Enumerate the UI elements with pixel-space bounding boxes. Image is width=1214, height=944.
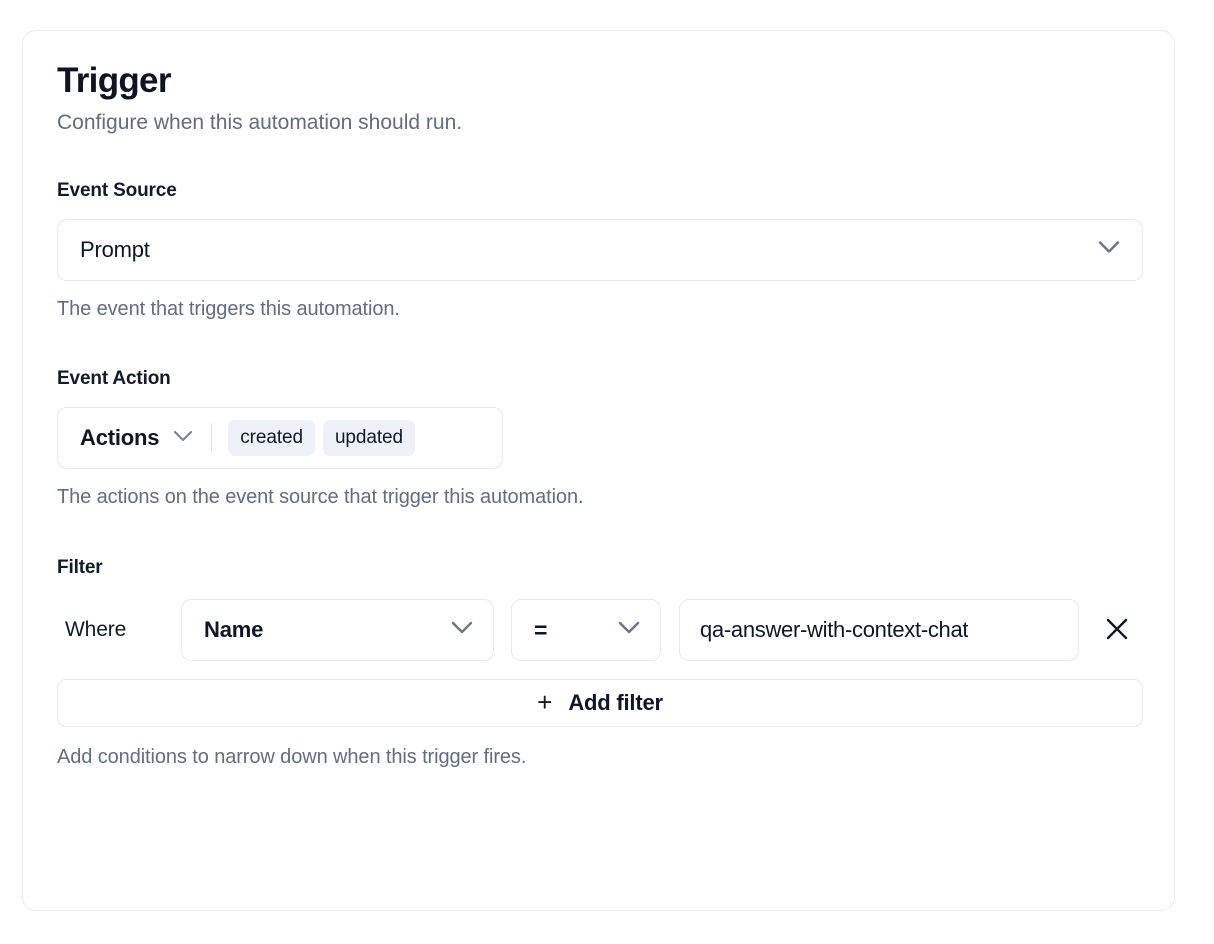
filter-label: Filter — [57, 557, 103, 579]
event-source-group: Event Source Prompt The event that trigg… — [57, 180, 1143, 321]
divider — [211, 423, 213, 454]
add-filter-button[interactable]: + Add filter — [57, 679, 1143, 728]
where-label: Where — [65, 618, 127, 642]
filter-value-input[interactable]: qa-answer-with-context-chat — [679, 599, 1079, 662]
chevron-down-icon — [1098, 241, 1120, 260]
event-source-selected-value: Prompt — [80, 237, 150, 263]
filter-operator-value: = — [534, 616, 548, 643]
chevron-down-icon — [618, 621, 640, 639]
filter-group: Filter Where Name = — [57, 557, 1143, 769]
page-title: Trigger — [57, 61, 171, 100]
filter-field-select[interactable]: Name — [181, 599, 494, 662]
event-source-label: Event Source — [57, 180, 177, 202]
filter-value-text: qa-answer-with-context-chat — [700, 617, 969, 643]
trigger-card: Trigger Configure when this automation s… — [22, 30, 1175, 911]
event-action-multiselect[interactable]: Actions created updated — [57, 407, 503, 470]
remove-filter-button[interactable] — [1095, 608, 1139, 652]
event-source-help: The event that triggers this automation. — [57, 298, 400, 321]
event-action-dropdown-trigger[interactable]: Actions — [80, 425, 193, 451]
chevron-down-icon — [451, 621, 473, 639]
page-subtitle: Configure when this automation should ru… — [57, 111, 463, 135]
add-filter-label: Add filter — [568, 690, 663, 716]
event-action-label: Event Action — [57, 368, 171, 390]
filter-operator-select[interactable]: = — [511, 599, 661, 662]
event-action-tag-created[interactable]: created — [228, 420, 315, 457]
filter-help: Add conditions to narrow down when this … — [57, 746, 527, 769]
event-action-tag-updated[interactable]: updated — [322, 420, 415, 457]
filter-field-value: Name — [204, 617, 264, 643]
close-icon — [1104, 616, 1130, 645]
event-action-trigger-label: Actions — [80, 425, 160, 451]
event-source-select[interactable]: Prompt — [57, 219, 1143, 282]
event-action-help: The actions on the event source that tri… — [57, 486, 584, 509]
filter-row: Where Name = — [57, 599, 1140, 662]
event-action-group: Event Action Actions created updated The… — [57, 368, 1140, 509]
plus-icon: + — [537, 687, 553, 718]
chevron-down-icon — [173, 429, 193, 447]
